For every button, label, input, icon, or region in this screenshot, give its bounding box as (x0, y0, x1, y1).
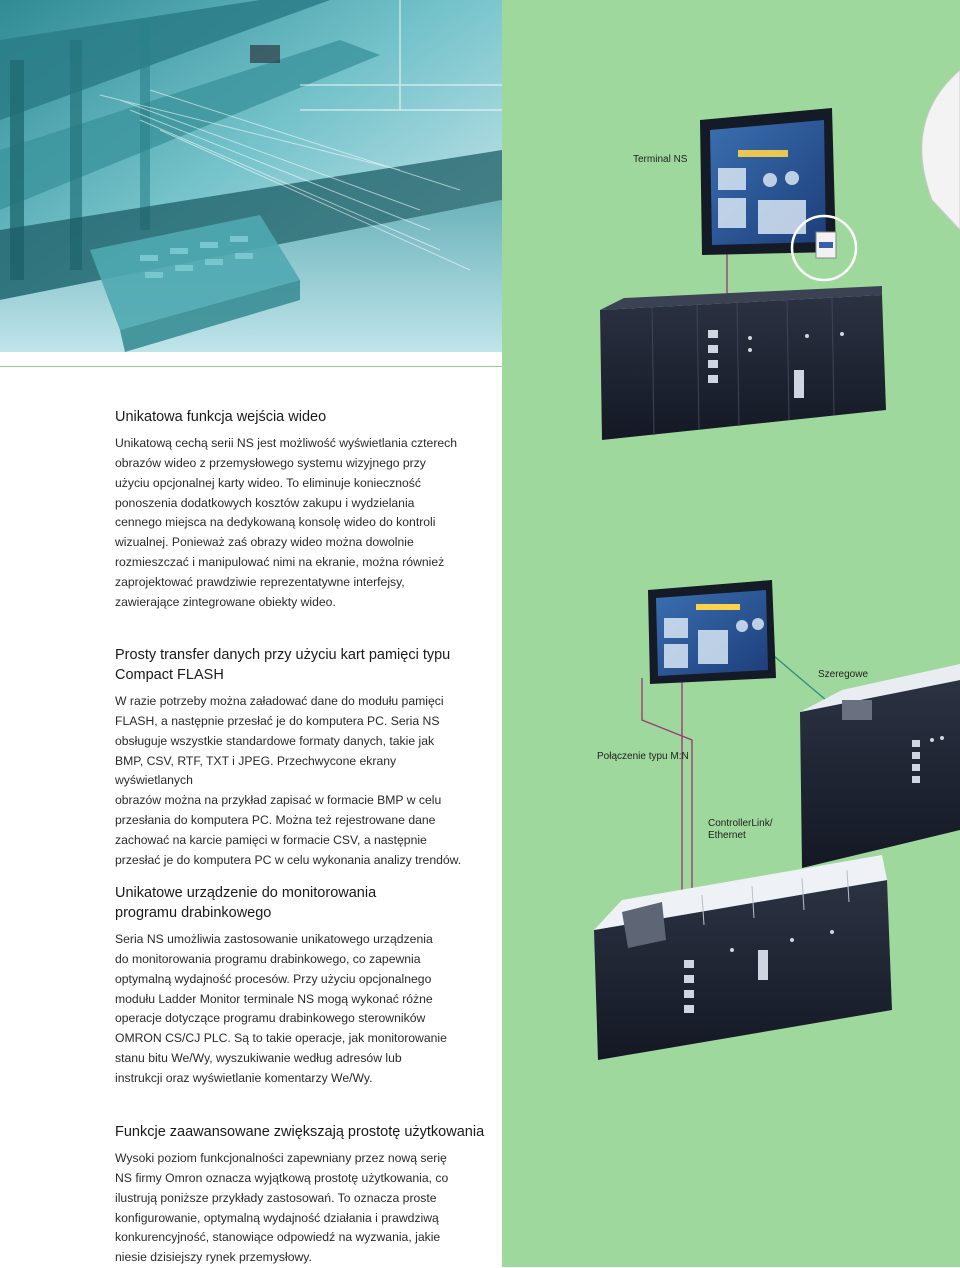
network-label: ControllerLink/ Ethernet (708, 818, 772, 842)
section-body-advanced-functions: Wysoki poziom funkcjonalności zapewniany… (115, 1149, 475, 1268)
text-line: W razie potrzeby można załadować dane do… (115, 694, 444, 708)
text-line: przesłać je do komputera PC w celu wykon… (115, 852, 462, 867)
text-line: instrukcji oraz wyświetlanie komentarzy … (115, 1070, 373, 1085)
text-line: użyciu opcjonalnej karty wideo. To elimi… (115, 475, 421, 490)
factory-photo (0, 0, 502, 352)
text-line: konfigurowanie, optymalną wydajność dzia… (115, 1210, 439, 1225)
text-line: cennego miejsca na dedykowaną konsolę wi… (115, 515, 436, 530)
text-line: obrazów wideo z przemysłowego systemu wi… (115, 455, 426, 470)
text-line: do monitorowania programu drabinkowego, … (115, 951, 421, 966)
text-line: operacje dotyczące programu drabinkowego… (115, 1011, 426, 1026)
text-line: zawierające zintegrowane obiekty wideo. (115, 594, 336, 609)
plc-rack-top (600, 286, 886, 440)
title-line: programu drabinkowego (115, 905, 272, 921)
section-body-compact-flash: W razie potrzeby można załadować dane do… (115, 692, 475, 871)
mn-connection-label: Połączenie typu M:N (597, 751, 689, 762)
factory-photo-art (0, 0, 502, 352)
text-line: ponoszenia dodatkowych kosztów zakupu i … (115, 495, 415, 510)
text-line: ilustrują poniższe przykłady zastosowań.… (115, 1190, 437, 1205)
text-line: Unikatową cechą serii NS jest możliwość … (115, 436, 458, 450)
photo-divider (0, 366, 502, 367)
network-label-line-2: Ethernet (708, 830, 746, 841)
title-line: Unikatowe urządzenie do monitorowania (115, 885, 377, 901)
title-line: Prosty transfer danych przy użyciu kart … (115, 647, 451, 663)
text-line: modułu Ladder Monitor terminale NS mogą … (115, 991, 433, 1006)
serial-label: Szeregowe (818, 669, 869, 680)
text-line: optymalną wydajność procesów. Przy użyci… (115, 971, 432, 986)
network-diagram (594, 69, 960, 1060)
text-line: obsługuje wszystkie standardowe formaty … (115, 733, 435, 748)
text-line: Wysoki poziom funkcjonalności zapewniany… (115, 1151, 447, 1165)
text-line: niesie dzisiejszy rynek przemysłowy. (115, 1250, 312, 1265)
text-line: Seria NS umożliwia zastosowanie unikatow… (115, 932, 433, 946)
network-label-line-1: ControllerLink/ (708, 818, 773, 829)
text-line: stanu bitu We/Wy, wyszukiwanie według ad… (115, 1051, 402, 1066)
text-line: wizualnej. Ponieważ zaś obrazy wideo moż… (115, 535, 414, 550)
plc-rack-bottom (594, 855, 892, 1060)
text-line: BMP, CSV, RTF, TXT i JPEG. Przechwycone … (115, 753, 397, 788)
section-title-advanced-functions: Funkcje zaawansowane zwiększają prostotę… (115, 1124, 485, 1140)
terminal-ns-label: Terminal NS (633, 154, 688, 165)
section-title-compact-flash: Prosty transfer danych przy użyciu kart … (115, 645, 450, 685)
section-body-video-input: Unikatową cechą serii NS jest możliwość … (115, 434, 475, 613)
text-line: konkurencyjność, stanowiące odpowiedź na… (115, 1230, 441, 1245)
text-line: NS firmy Omron oznacza wyjątkową prostot… (115, 1170, 449, 1185)
pc-device-partial (921, 69, 960, 231)
section-title-video-input: Unikatowa funkcja wejścia wideo (115, 409, 327, 425)
text-line: OMRON CS/CJ PLC. Są to takie operacje, j… (115, 1031, 447, 1046)
text-line: obrazów można na przykład zapisać w form… (115, 793, 442, 808)
text-line: rozmieszczać i manipulować nimi na ekran… (115, 555, 445, 570)
terminal-ns-middle (648, 580, 776, 684)
cable-magenta (641, 250, 728, 895)
title-line: Compact FLASH (115, 667, 224, 683)
text-line: przesłania do komputera PC. Można też re… (115, 813, 436, 828)
section-body-ladder-monitor: Seria NS umożliwia zastosowanie unikatow… (115, 930, 475, 1089)
text-line: zaprojektować prawdziwie reprezentatywne… (115, 574, 405, 589)
terminal-ns-top (700, 108, 858, 282)
text-line: FLASH, a następnie przesłać je do komput… (115, 713, 440, 728)
text-line: zachować na karcie pamięci w formacie CS… (115, 832, 427, 847)
section-title-ladder-monitor: Unikatowe urządzenie do monitorowania pr… (115, 883, 376, 923)
plc-rack-serial (800, 664, 960, 868)
